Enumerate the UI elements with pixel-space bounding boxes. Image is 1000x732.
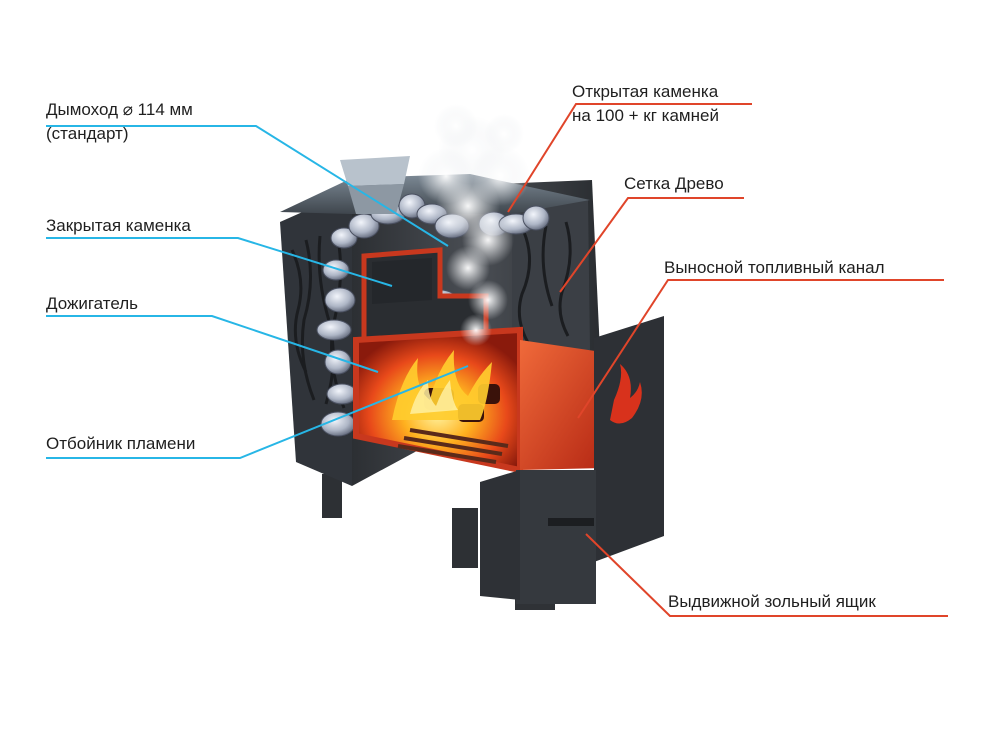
steam-puff: [468, 280, 508, 320]
leader-chimney: [46, 125, 449, 247]
label-ash-drawer-line1: Выдвижной зольный ящик: [668, 592, 876, 611]
stone: [522, 205, 550, 231]
steam-puff: [434, 104, 478, 148]
leader-closed-heater: [46, 237, 393, 287]
label-open-heater: Открытая каменка на 100 + кг камней: [572, 80, 719, 128]
label-mesh-line1: Сетка Древо: [624, 174, 724, 193]
fuel-channel: [480, 316, 664, 604]
label-flame-deflector: Отбойник пламени: [46, 432, 195, 456]
steam-puff: [484, 114, 524, 154]
steam-puff: [460, 314, 492, 346]
leader-afterburner: [46, 315, 379, 373]
label-closed-heater-line1: Закрытая каменка: [46, 216, 191, 235]
leader-fuel-channel: [577, 279, 944, 419]
steam: [418, 104, 530, 346]
label-fuel-channel-line1: Выносной топливный канал: [664, 258, 885, 277]
steam-puff: [446, 246, 490, 290]
label-chimney-line1: Дымоход ⌀ 114 мм: [46, 100, 193, 119]
label-ash-drawer: Выдвижной зольный ящик: [668, 590, 876, 614]
stone: [322, 259, 350, 281]
label-closed-heater: Закрытая каменка: [46, 214, 191, 238]
leader-lines: [46, 103, 948, 617]
label-open-heater-line1: Открытая каменка: [572, 82, 719, 101]
leader-flame-deflector: [46, 365, 469, 459]
label-chimney: Дымоход ⌀ 114 мм (стандарт): [46, 98, 193, 146]
label-flame-deflector-line1: Отбойник пламени: [46, 434, 196, 453]
stone: [324, 287, 356, 313]
label-chimney-line2: (стандарт): [46, 124, 129, 143]
label-fuel-channel: Выносной топливный канал: [664, 256, 885, 280]
leader-mesh: [559, 197, 744, 293]
stone: [326, 383, 358, 405]
label-afterburner-line1: Дожигатель: [46, 294, 139, 313]
label-mesh: Сетка Древо: [624, 172, 724, 196]
stone: [316, 319, 352, 341]
label-afterburner: Дожигатель: [46, 292, 138, 316]
leader-ash-drawer: [585, 533, 948, 617]
firebox: [353, 326, 604, 474]
label-open-heater-line2: на 100 + кг камней: [572, 106, 719, 125]
stone: [330, 227, 358, 249]
leader-open-heater: [507, 103, 752, 213]
